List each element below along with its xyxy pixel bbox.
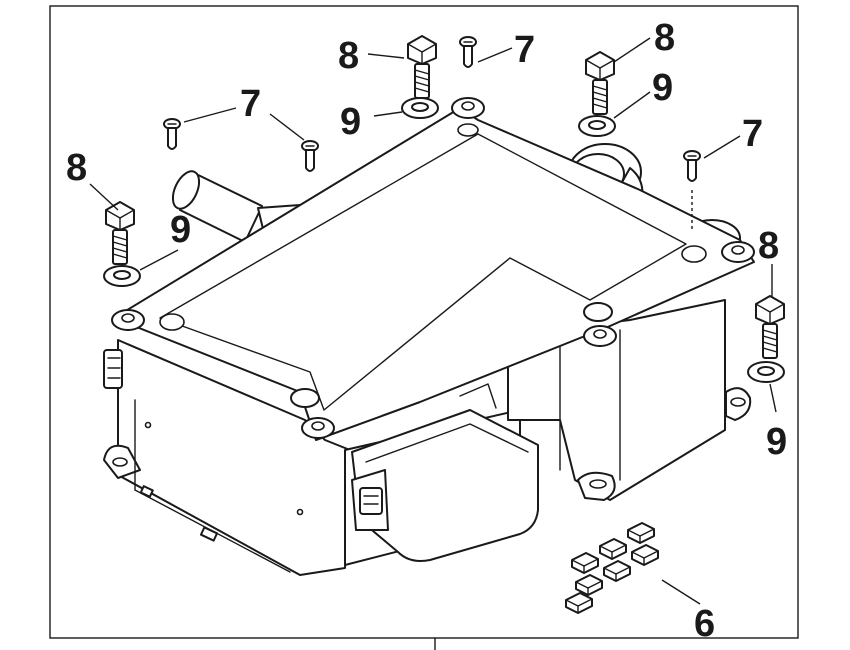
callout-9-top: 9	[340, 101, 361, 143]
callout-9-top-right: 9	[652, 67, 673, 109]
callout-7-left: 7	[240, 83, 261, 125]
callout-8-top-right: 8	[654, 17, 675, 59]
screw-7c	[301, 140, 319, 172]
callout-6: 6	[694, 603, 715, 645]
ecu-housing	[103, 97, 755, 576]
lock-washer-9b	[578, 115, 616, 137]
callout-8-right: 8	[758, 225, 779, 267]
figure-border	[49, 5, 799, 639]
callout-7-top: 7	[514, 29, 535, 71]
hex-bolt-8d	[755, 295, 785, 359]
connector-terminals-6	[565, 522, 659, 614]
lock-washer-9a	[401, 97, 439, 119]
callout-9-left: 9	[170, 209, 191, 251]
callout-7-right: 7	[742, 113, 763, 155]
leader-lines	[89, 37, 777, 605]
callout-8-left: 8	[66, 147, 87, 189]
screw-7d	[683, 150, 701, 182]
hex-bolt-8b	[585, 51, 615, 115]
lock-washer-9d	[747, 361, 785, 383]
callout-9-right: 9	[766, 421, 787, 463]
screw-7a	[459, 36, 477, 68]
hex-bolt-8a	[407, 35, 437, 99]
screw-7b	[163, 118, 181, 150]
lock-washer-9c	[103, 265, 141, 287]
callout-8-top: 8	[338, 35, 359, 77]
hex-bolt-8c	[105, 201, 135, 265]
